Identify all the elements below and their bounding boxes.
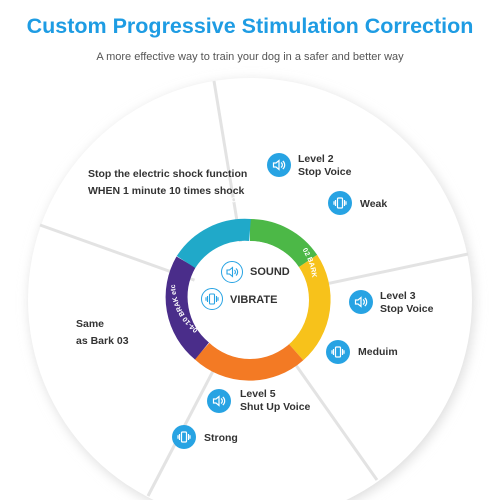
bark02-vibration-level: Meduim	[358, 346, 398, 358]
speaker-icon	[221, 261, 243, 283]
bark03-voice-level: Level 5	[240, 388, 276, 400]
center-vibrate-label: VIBRATE	[230, 294, 278, 306]
ring-segment-bark03	[194, 342, 304, 381]
vibrate-icon	[172, 425, 196, 449]
page-title: Custom Progressive Stimulation Correctio…	[26, 14, 474, 38]
ring-segment-bark02	[288, 254, 331, 361]
speaker-icon	[349, 290, 373, 314]
wheel-center	[191, 241, 309, 359]
speaker-icon	[267, 153, 291, 177]
vibrate-icon	[326, 340, 350, 364]
ring-segment-bark01	[249, 219, 318, 268]
bark01-vibration-level: Weak	[360, 198, 388, 210]
speaker-icon	[207, 389, 231, 413]
bark04-line1: Same	[76, 318, 105, 330]
bark01-voice-level: Level 2	[298, 153, 334, 165]
vibrate-icon	[328, 191, 352, 215]
bark03-voice-type: Shut Up Voice	[240, 401, 311, 413]
ring-segment-bark04	[165, 256, 210, 360]
bark04-line2: as Bark 03	[76, 335, 129, 347]
bark02-voice-type: Stop Voice	[380, 303, 434, 315]
bark03-vibration-level: Strong	[204, 432, 238, 444]
bark02-voice-level: Level 3	[380, 290, 416, 302]
center-sound-label: SOUND	[250, 266, 290, 278]
bark01-voice-type: Stop Voice	[298, 166, 352, 178]
protection-line1: Stop the electric shock function	[88, 168, 248, 180]
vibrate-icon	[201, 288, 223, 310]
page-subtitle: A more effective way to train your dog i…	[96, 51, 404, 63]
protection-line2: WHEN 1 minute 10 times shock	[88, 185, 245, 197]
ring-segment-protection	[176, 218, 251, 269]
ring-label-bark03: 03 BARK	[235, 349, 265, 356]
